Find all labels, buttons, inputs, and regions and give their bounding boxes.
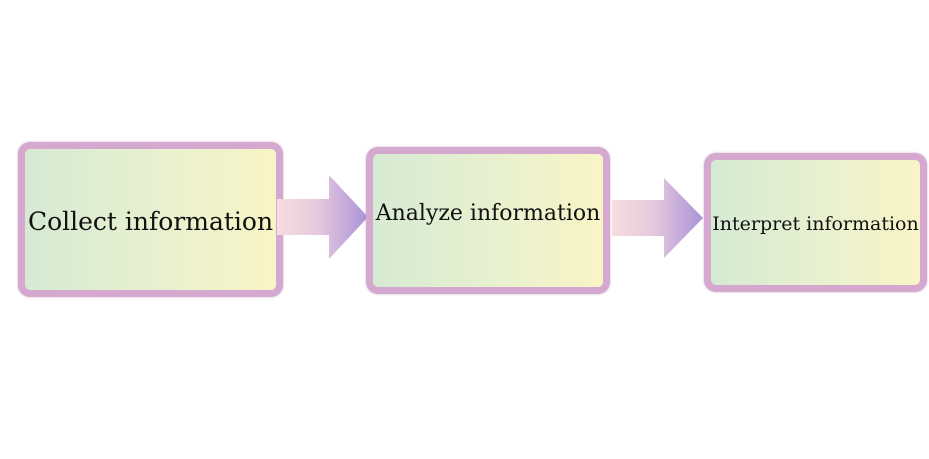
step-interpret-box: Interpret information <box>704 153 927 292</box>
step-analyze-label: Analyze information <box>375 201 601 226</box>
arrow-right-icon <box>612 178 703 258</box>
step-interpret-label: Interpret information <box>712 212 919 235</box>
step-collect-label: Collect information <box>27 207 274 236</box>
arrow-right-icon <box>277 175 368 259</box>
step-analyze-box: Analyze information <box>366 147 610 294</box>
step-collect-box: Collect information <box>18 142 283 297</box>
